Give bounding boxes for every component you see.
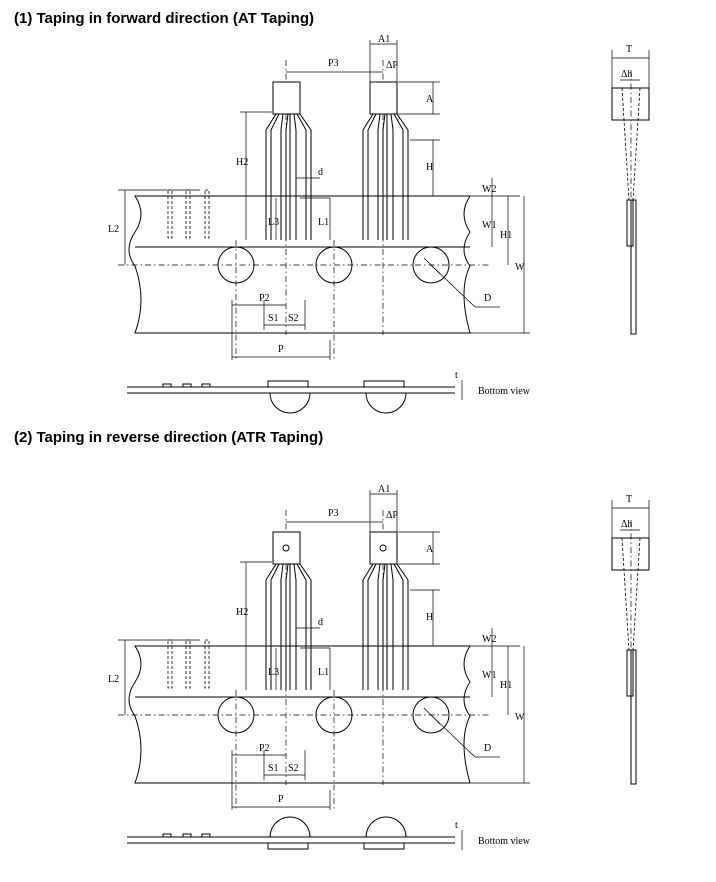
forward-taping-diagram: A1 P3 ΔP A H2 H d L2 L3 L1 W2 W1 H1 W D … bbox=[108, 34, 650, 414]
label-h1: H1 bbox=[500, 230, 512, 241]
label-delta-p: ΔP bbox=[386, 510, 398, 521]
label-a: A bbox=[426, 94, 434, 105]
label-p3: P3 bbox=[328, 508, 339, 519]
label-a1: A1 bbox=[378, 484, 390, 495]
reverse-taping-diagram: A1 P3 ΔP A H2 H d L2 L3 L1 W2 W1 H1 W D … bbox=[108, 484, 650, 850]
label-a1: A1 bbox=[378, 34, 390, 45]
label-d: d bbox=[318, 167, 323, 178]
label-t-thickness: T bbox=[626, 44, 632, 55]
label-bottom-view: Bottom view bbox=[478, 836, 531, 847]
label-d-hole: D bbox=[484, 743, 491, 754]
label-t-thickness: T bbox=[626, 494, 632, 505]
bottom-view bbox=[127, 816, 463, 850]
label-h2: H2 bbox=[236, 607, 248, 618]
label-t: t bbox=[455, 820, 458, 831]
label-w2: W2 bbox=[482, 634, 496, 645]
label-p3: P3 bbox=[328, 58, 339, 69]
label-t: t bbox=[455, 370, 458, 381]
label-l2: L2 bbox=[108, 224, 119, 235]
label-w: W bbox=[515, 712, 525, 723]
component-1 bbox=[265, 81, 312, 240]
label-d: d bbox=[318, 617, 323, 628]
side-view bbox=[611, 50, 650, 335]
component-2 bbox=[362, 531, 409, 690]
label-s2: S2 bbox=[288, 313, 299, 324]
label-p2: P2 bbox=[259, 743, 270, 754]
label-p: P bbox=[278, 794, 284, 805]
label-w1: W1 bbox=[482, 670, 496, 681]
sprocket-holes bbox=[217, 246, 450, 284]
side-view bbox=[611, 500, 650, 785]
label-s1: S1 bbox=[268, 763, 279, 774]
section-title-reverse: (2) Taping in reverse direction (ATR Tap… bbox=[14, 429, 324, 446]
label-w2: W2 bbox=[482, 184, 496, 195]
label-a: A bbox=[426, 544, 434, 555]
label-p: P bbox=[278, 344, 284, 355]
label-w: W bbox=[515, 262, 525, 273]
label-l3: L3 bbox=[268, 217, 279, 228]
label-l2: L2 bbox=[108, 674, 119, 685]
bottom-view bbox=[127, 380, 463, 414]
label-delta-h: Δh bbox=[621, 519, 632, 530]
label-p2: P2 bbox=[259, 293, 270, 304]
component-1 bbox=[265, 531, 312, 690]
section-title-forward: (1) Taping in forward direction (AT Tapi… bbox=[14, 10, 314, 27]
component-2 bbox=[362, 81, 409, 240]
label-delta-p: ΔP bbox=[386, 60, 398, 71]
label-s2: S2 bbox=[288, 763, 299, 774]
sprocket-holes bbox=[217, 696, 450, 734]
label-l1: L1 bbox=[318, 217, 329, 228]
label-delta-h: Δh bbox=[621, 69, 632, 80]
label-h: H bbox=[426, 162, 433, 173]
label-h1: H1 bbox=[500, 680, 512, 691]
cut-leads bbox=[167, 639, 210, 689]
label-s1: S1 bbox=[268, 313, 279, 324]
label-h: H bbox=[426, 612, 433, 623]
label-h2: H2 bbox=[236, 157, 248, 168]
carrier-tape bbox=[118, 645, 490, 784]
label-l1: L1 bbox=[318, 667, 329, 678]
cut-leads bbox=[167, 189, 210, 239]
label-l3: L3 bbox=[268, 667, 279, 678]
label-d-hole: D bbox=[484, 293, 491, 304]
label-w1: W1 bbox=[482, 220, 496, 231]
carrier-tape bbox=[118, 195, 490, 334]
label-bottom-view: Bottom view bbox=[478, 386, 531, 397]
